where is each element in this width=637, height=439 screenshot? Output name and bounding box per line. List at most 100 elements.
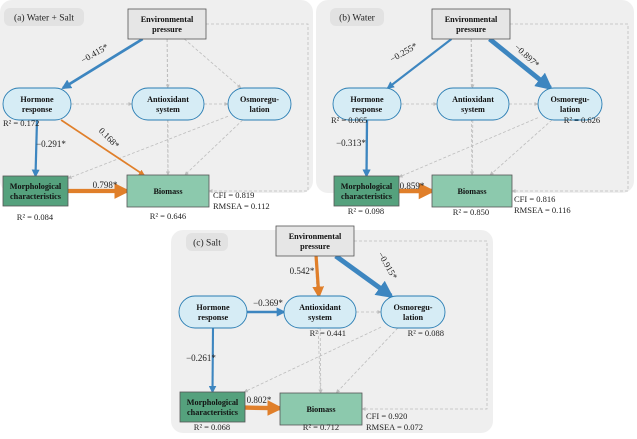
path-coefficient: −0.291* bbox=[36, 139, 66, 149]
r2-biomass: R² = 0.712 bbox=[303, 422, 339, 432]
r2-morphological-characteristics: R² = 0.068 bbox=[194, 422, 230, 432]
node-shape bbox=[126, 174, 210, 208]
fit-rmsea: RMSEA = 0.112 bbox=[213, 201, 270, 211]
node-shape bbox=[127, 8, 207, 40]
panel-tag: (a) Water + Salt bbox=[14, 13, 74, 24]
path-coefficient: 0.859* bbox=[400, 181, 425, 191]
node-osmoregulation: Osmoregu-lation bbox=[380, 295, 446, 329]
r2-morphological-characteristics: R² = 0.084 bbox=[17, 212, 54, 222]
r2-biomass: R² = 0.850 bbox=[453, 207, 489, 217]
path-environmental-pressure-to-antioxidant-system bbox=[312, 255, 325, 299]
node-osmoregulation: Osmoregu-lation bbox=[537, 87, 603, 121]
node-shape bbox=[2, 87, 72, 121]
node-shape bbox=[332, 87, 402, 121]
node-osmoregulation: Osmoregu-lation bbox=[227, 87, 292, 121]
fit-cfi: CFI = 0.816 bbox=[514, 194, 555, 204]
r2-hormone-response: R² = 0.065 bbox=[331, 115, 367, 125]
path-coefficient: 0.798* bbox=[93, 180, 118, 190]
path-hormone-response-to-morphological-characteristics bbox=[362, 119, 371, 178]
r2-morphological-characteristics: R² = 0.098 bbox=[348, 206, 384, 216]
node-shape bbox=[131, 87, 205, 121]
dashed-path bbox=[469, 38, 474, 176]
fit-rmsea: RMSEA = 0.072 bbox=[366, 422, 423, 432]
dashed-path bbox=[165, 38, 170, 176]
dashed-loop-path bbox=[206, 23, 309, 193]
dashed-path bbox=[184, 38, 242, 89]
r2-biomass: R² = 0.646 bbox=[150, 211, 186, 221]
dashed-path bbox=[243, 326, 382, 393]
path-environmental-pressure-to-osmoregulation bbox=[488, 37, 553, 91]
node-shape bbox=[431, 8, 511, 40]
path-coefficient: 0.802* bbox=[247, 395, 272, 405]
panel-background bbox=[171, 230, 493, 433]
r2-antioxidant-system: R² = 0.441 bbox=[310, 328, 346, 338]
dashed-loop-path bbox=[354, 240, 488, 411]
node-label: Biomass bbox=[306, 405, 335, 414]
fit-cfi: CFI = 0.819 bbox=[213, 190, 254, 200]
panel-tag-box bbox=[330, 8, 384, 26]
node-shape bbox=[279, 392, 363, 426]
node-label: Osmoregu-lation bbox=[394, 303, 433, 322]
node-shape bbox=[2, 175, 69, 207]
node-shape bbox=[178, 295, 248, 329]
path-hormone-response-to-morphological-characteristics bbox=[31, 119, 40, 178]
path-hormone-response-to-morphological-characteristics bbox=[208, 327, 217, 394]
panel-tag-box bbox=[4, 8, 84, 26]
path-coefficient: −0.313* bbox=[336, 138, 366, 148]
r2-osmoregulation: R² = 0.626 bbox=[564, 115, 600, 125]
panel-tag-box bbox=[186, 233, 228, 251]
dashed-paths bbox=[398, 23, 629, 193]
dashed-path bbox=[489, 119, 553, 176]
path-environmental-pressure-to-hormone-response bbox=[61, 37, 144, 90]
node-shape bbox=[227, 87, 292, 121]
node-label: Osmoregu-lation bbox=[551, 95, 590, 114]
path-coefficient: 0.542* bbox=[290, 266, 315, 276]
node-shape bbox=[333, 175, 400, 207]
node-label: Biomass bbox=[153, 187, 182, 196]
path-coefficient: −0.261* bbox=[186, 353, 216, 363]
path-coefficient: −0.369* bbox=[253, 298, 283, 308]
r2-osmoregulation: R² = 0.088 bbox=[408, 328, 444, 338]
dashed-path bbox=[398, 117, 539, 178]
path-environmental-pressure-to-hormone-response bbox=[386, 38, 453, 89]
node-biomass: Biomass bbox=[431, 174, 513, 208]
dashed-path bbox=[470, 38, 475, 89]
r2-hormone-response: R² = 0.172 bbox=[3, 118, 39, 128]
fit-cfi: CFI = 0.920 bbox=[366, 411, 407, 421]
node-shape bbox=[283, 295, 357, 329]
dashed-path bbox=[470, 119, 475, 176]
dashed-path bbox=[67, 115, 229, 179]
node-shape bbox=[380, 295, 446, 329]
node-shape bbox=[431, 174, 513, 208]
fit-rmsea: RMSEA = 0.116 bbox=[514, 205, 571, 215]
panel-b: (b) Water−0.255*−0.897*−0.313*0.859*Envi… bbox=[316, 0, 634, 217]
path-morphological-characteristics-to-biomass bbox=[244, 400, 284, 416]
dashed-path bbox=[318, 327, 323, 394]
path-environmental-pressure-to-osmoregulation bbox=[334, 254, 394, 299]
node-shape bbox=[179, 391, 246, 423]
node-label: Biomass bbox=[457, 187, 486, 196]
node-biomass: Biomass bbox=[279, 392, 363, 426]
node-shape bbox=[275, 225, 355, 257]
